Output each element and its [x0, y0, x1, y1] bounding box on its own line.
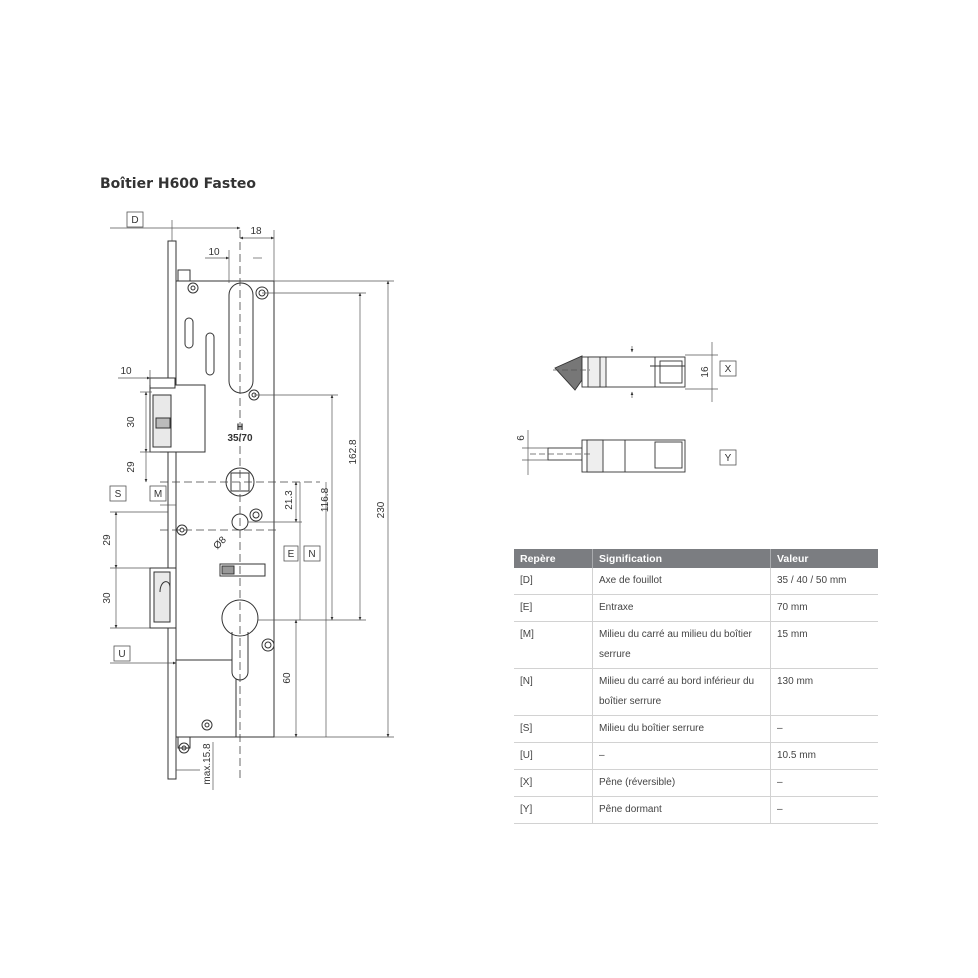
table-row: [N] Milieu du carré au bord inférieur du… [514, 668, 878, 716]
lock-case: H 35/70 [149, 240, 275, 780]
table-row: [M] Milieu du carré au milieu du boîtier… [514, 621, 878, 669]
dim-10-top: 10 [208, 247, 220, 258]
dim-10-left: 10 [120, 366, 132, 377]
cell-signification: Milieu du boîtier serrure [592, 715, 771, 743]
marker-u: U [118, 649, 125, 660]
cell-repere: [Y] [514, 796, 593, 824]
cell-repere: [U] [514, 742, 593, 770]
dim-18: 18 [250, 226, 262, 237]
dim-16: 16 [700, 366, 711, 378]
table-row: [E] Entraxe 70 mm [514, 594, 878, 622]
cell-signification: Milieu du carré au milieu du boîtier ser… [592, 621, 771, 669]
marker-x: X [725, 364, 732, 375]
cell-repere: [X] [514, 769, 593, 797]
marker-m: M [154, 489, 162, 500]
cell-signification: Pêne dormant [592, 796, 771, 824]
table-row: [X] Pêne (réversible) – [514, 769, 878, 797]
dim-116-8: 116.8 [320, 487, 331, 512]
dim-6: 6 [516, 435, 527, 441]
cell-valeur: 70 mm [770, 594, 878, 622]
table-row: [U] – 10.5 mm [514, 742, 878, 770]
marker-n: N [308, 549, 315, 560]
cell-valeur: – [770, 796, 878, 824]
dim-29-lower: 29 [102, 534, 113, 546]
marker-s: S [115, 489, 122, 500]
header-signification: Signification [592, 549, 771, 568]
dim-29-upper: 29 [126, 461, 137, 473]
cell-signification: Pêne (réversible) [592, 769, 771, 797]
marker-y: Y [725, 453, 732, 464]
drawing-title: Boîtier H600 Fasteo [100, 176, 256, 192]
dim-60: 60 [282, 672, 293, 684]
table-header-row: Repère Signification Valeur [514, 549, 878, 568]
specification-table: Repère Signification Valeur [D] Axe de f… [514, 549, 878, 824]
cell-valeur: 35 / 40 / 50 mm [770, 568, 878, 595]
dim-230: 230 [376, 501, 387, 518]
cell-valeur: – [770, 769, 878, 797]
latch-x-side-view [554, 355, 686, 391]
marker-d: D [131, 215, 138, 226]
cell-signification: Milieu du carré au bord inférieur du boî… [592, 668, 771, 716]
cell-valeur: 10.5 mm [770, 742, 878, 770]
cell-valeur: – [770, 715, 878, 743]
table-row: [Y] Pêne dormant – [514, 796, 878, 824]
cell-valeur: 15 mm [770, 621, 878, 669]
table-row: [D] Axe de fouillot 35 / 40 / 50 mm [514, 568, 878, 595]
dim-21-3: 21.3 [284, 490, 295, 510]
cell-valeur: 130 mm [770, 668, 878, 716]
marker-e: E [288, 549, 295, 560]
cell-signification: Entraxe [592, 594, 771, 622]
cell-repere: [S] [514, 715, 593, 743]
dim-max-15-8: max.15.8 [202, 743, 213, 785]
dim-162-8: 162.8 [348, 439, 359, 464]
dim-30-lower: 30 [102, 592, 113, 604]
table-row: [S] Milieu du boîtier serrure – [514, 715, 878, 743]
cell-signification: Axe de fouillot [592, 568, 771, 595]
cell-signification: – [592, 742, 771, 770]
deadbolt-y-side-view [547, 439, 686, 473]
cell-repere: [N] [514, 668, 593, 716]
faceplate [167, 240, 177, 780]
dim-30-upper: 30 [126, 416, 137, 428]
header-repere: Repère [514, 549, 593, 568]
cell-repere: [E] [514, 594, 593, 622]
cell-repere: [D] [514, 568, 593, 595]
cell-repere: [M] [514, 621, 593, 669]
case-body [175, 280, 275, 738]
header-valeur: Valeur [770, 549, 878, 568]
